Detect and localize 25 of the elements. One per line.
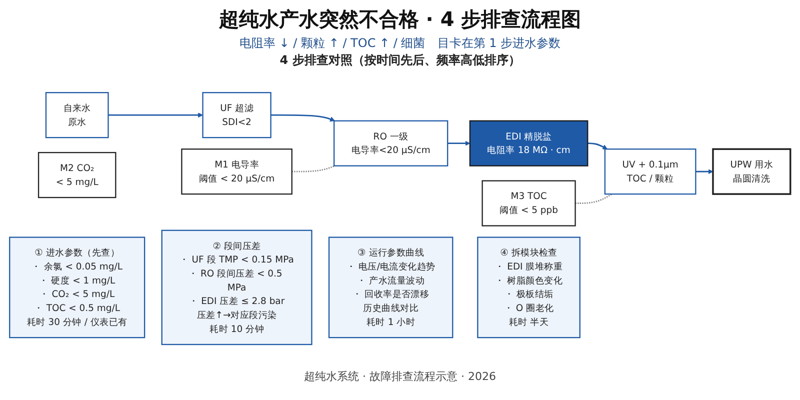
title: 超纯水产水突然不合格 · 4 步排查流程图 [218,6,582,33]
connector [575,194,612,204]
arrow [448,141,470,146]
arrow [588,143,608,150]
arrow [270,114,335,122]
node-box: ② 段间压差 ・ UF 段 TMP < 0.15 MPa ・ RO 段间压差 < 0.5 MPa ・ EDI 压差 ≤ 2.8 bar 压差↑→对应段污染 耗时 10 分钟 [161,230,312,346]
node-box: EDI 精脱盐 电阻率 18 MΩ · cm [469,120,588,167]
node-box: ③ 运行参数曲线 ・ 电压/电流变化趋势 ・ 产水流量波动 ・ 回收率是否漂移 历史曲线对比 耗时 1 小时 [328,237,454,339]
node-box: UF 超滤 SDI<2 [202,92,272,139]
connector [292,166,336,173]
node-box: ① 进水参数（先查） ・ 余氯 < 0.05 mg/L ・ 硬度 < 1 mg/L ・ CO₂ < 5 mg/L ・ TOC < 0.5 mg/L 耗时 30 分钟 / 仪表已有 [9,237,146,339]
subtitle-text: 目卡在第 1 步进水参数 [437,36,561,50]
section-heading: 4 步排查对照（按时间先后、频率高低排序） [280,53,520,67]
arrow [696,169,714,175]
node-box: ④ 拆模块检查 ・ EDI 膜堆称重 ・ 树脂颜色变化 ・ 极板结垢 ・ O 圈老化 耗时 半天 [477,237,580,339]
node-box: M2 CO₂ < 5 mg/L [38,152,116,199]
node-box: RO 一级 电导率<20 μS/cm [333,120,448,167]
node-box: M3 TOC 阈值 < 5 ppb [482,180,576,227]
node-box: 自来水 原水 [45,92,109,139]
arrow [108,113,203,118]
caption: 超纯水系统 · 故障排查流程示意 · 2026 [303,369,497,384]
node-box: UPW 用水 晶圆清洗 [712,148,792,196]
node-box: M1 电导率 阈值 < 20 μS/cm [181,148,292,196]
subtitle-text: 电阻率 ↓ / 颗粒 ↑ / TOC ↑ / 细菌 [239,36,426,50]
node-box: UV + 0.1μm TOC / 颗粒 [604,148,696,196]
